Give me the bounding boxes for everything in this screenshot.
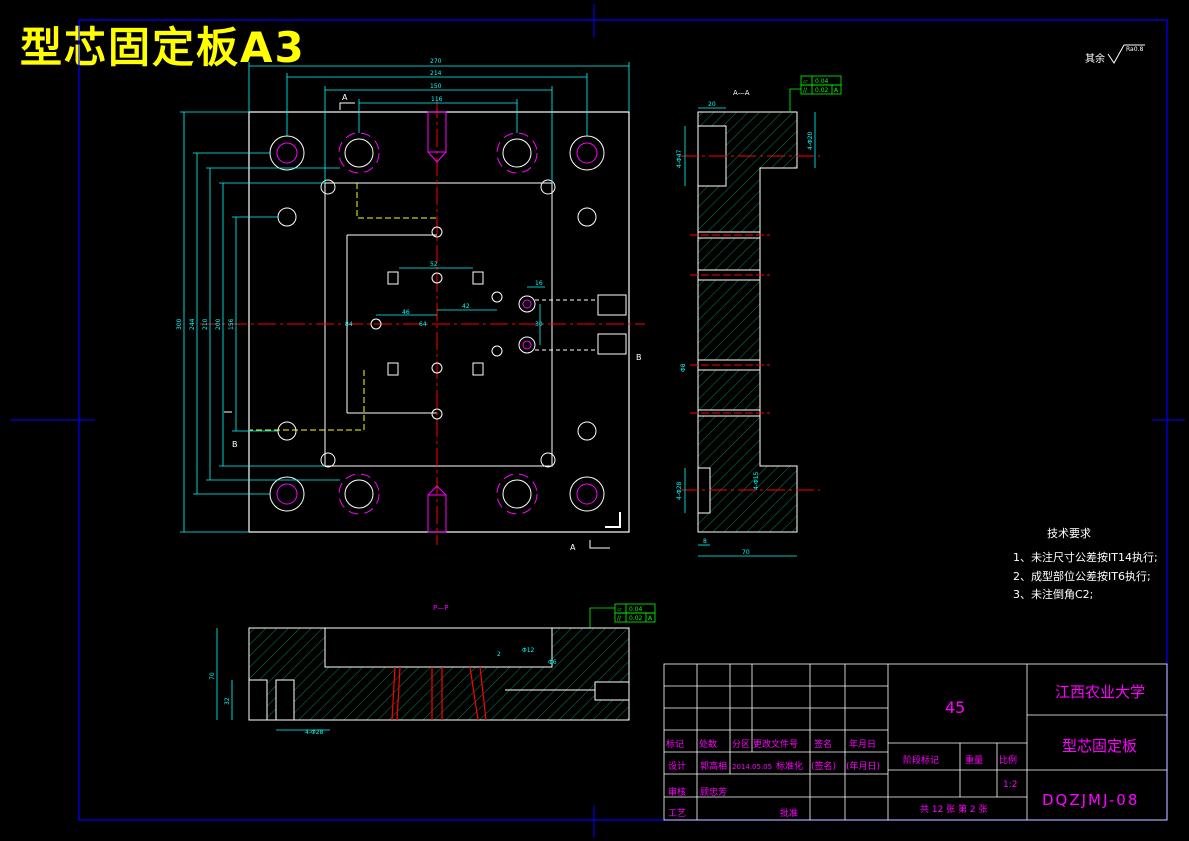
- svg-text:270: 270: [430, 58, 442, 65]
- svg-text:A: A: [570, 543, 576, 552]
- section-view-pp: 70 32 2 Φ12 Φ6 4-Φ28 P—P: [209, 604, 630, 736]
- svg-text:设计: 设计: [668, 760, 686, 772]
- svg-text://: //: [803, 87, 808, 94]
- svg-text:200: 200: [215, 318, 222, 330]
- svg-text:4-Φ28: 4-Φ28: [305, 729, 324, 736]
- svg-text:标准化: 标准化: [776, 760, 803, 772]
- technical-requirements: 技术要求 1、未注尺寸公差按IT14执行; 2、成型部位公差按IT6执行; 3、…: [1013, 527, 1158, 601]
- svg-text:Φ12: Φ12: [522, 647, 535, 654]
- svg-text:4-Φ28: 4-Φ28: [676, 481, 683, 500]
- svg-text:▱: ▱: [803, 78, 808, 85]
- plan-dim-labels: 270 214 150 116 300 244 210 200 156 52 4…: [176, 58, 543, 330]
- roughness-icon: [1107, 44, 1145, 64]
- plan-view: [200, 100, 645, 549]
- svg-text:42: 42: [462, 303, 470, 310]
- svg-text:1、未注尺寸公差按IT14执行;: 1、未注尺寸公差按IT14执行;: [1013, 550, 1158, 564]
- svg-text:8: 8: [703, 538, 707, 545]
- title-block: [663, 663, 1168, 821]
- svg-text:比例: 比例: [999, 754, 1017, 766]
- svg-text:0.04: 0.04: [629, 606, 643, 613]
- svg-text:B: B: [232, 440, 238, 449]
- tolerance-frame-pp: [589, 603, 656, 628]
- svg-text:150: 150: [430, 83, 442, 90]
- svg-text:70: 70: [742, 549, 750, 556]
- drawing-frame: [10, 4, 1185, 838]
- svg-text:45: 45: [945, 698, 965, 717]
- svg-text:分区: 分区: [732, 739, 750, 750]
- svg-text:▱: ▱: [617, 606, 622, 613]
- svg-text:P—P: P—P: [433, 604, 448, 612]
- svg-text:0.02: 0.02: [629, 615, 643, 622]
- plan-section-labels: A A B B: [232, 93, 642, 552]
- svg-text:顾忠芳: 顾忠芳: [700, 786, 727, 798]
- svg-text:签名: 签名: [814, 738, 832, 750]
- tolerance-frame-top: [789, 75, 842, 112]
- svg-text:更改文件号: 更改文件号: [753, 738, 798, 750]
- svg-text:210: 210: [202, 318, 209, 330]
- svg-text:3、未注倒角C2;: 3、未注倒角C2;: [1013, 587, 1093, 601]
- svg-text:(签名): (签名): [811, 760, 836, 772]
- svg-text:(年月日): (年月日): [846, 760, 880, 772]
- svg-text:52: 52: [430, 261, 438, 268]
- svg-text:214: 214: [430, 70, 442, 77]
- svg-text:0.04: 0.04: [815, 78, 829, 85]
- svg-text:批准: 批准: [780, 807, 798, 819]
- svg-text:2、成型部位公差按IT6执行;: 2、成型部位公差按IT6执行;: [1013, 569, 1151, 583]
- svg-text:2: 2: [497, 651, 501, 658]
- svg-text:156: 156: [228, 318, 235, 330]
- drawing-title: 型芯固定板A3: [20, 23, 306, 72]
- roughness-note: 其余: [1085, 52, 1105, 65]
- svg-text:32: 32: [224, 697, 231, 705]
- svg-text:4-Φ47: 4-Φ47: [676, 149, 683, 168]
- svg-text:处数: 处数: [699, 738, 717, 750]
- svg-text:2014.05.05: 2014.05.05: [732, 763, 772, 771]
- tolerance-values-pp: ▱ 0.04 // 0.02 A: [617, 606, 653, 622]
- svg-text:4-Φ20: 4-Φ20: [807, 131, 814, 150]
- svg-text:江西农业大学: 江西农业大学: [1055, 683, 1145, 701]
- svg-text:30: 30: [535, 321, 543, 328]
- svg-text:A—A: A—A: [733, 89, 750, 97]
- plan-dimensions: [180, 62, 630, 533]
- svg-text:46: 46: [402, 309, 410, 316]
- svg-text:300: 300: [176, 318, 183, 330]
- title-block-text: 标记 处数 分区 更改文件号 签名 年月日 设计 郭高相 2014.05.05 …: [666, 683, 1145, 819]
- svg-text:型芯固定板: 型芯固定板: [1062, 737, 1137, 755]
- svg-text:技术要求: 技术要求: [1047, 527, 1091, 540]
- section-view-aa: 20 4-Φ20 4-Φ47 Φ8 4-Φ28 4-Φ15 70 8 A—A: [676, 89, 820, 557]
- svg-text:工艺: 工艺: [668, 808, 686, 819]
- svg-text:4-Φ15: 4-Φ15: [753, 471, 760, 490]
- svg-text:审核: 审核: [668, 786, 686, 798]
- svg-text:Φ6: Φ6: [548, 659, 557, 666]
- svg-text:A: A: [834, 87, 839, 94]
- roughness-value: Ra0.8: [1126, 46, 1143, 53]
- svg-text:0.02: 0.02: [815, 87, 829, 94]
- svg-text:244: 244: [189, 318, 196, 330]
- svg-text:共 12 张 第 2 张: 共 12 张 第 2 张: [920, 803, 987, 815]
- svg-text:郭高相: 郭高相: [700, 760, 727, 772]
- svg-text:阶段标记: 阶段标记: [903, 754, 939, 766]
- tolerance-values-top: ▱ 0.04 // 0.02 A: [803, 78, 839, 94]
- svg-text:重量: 重量: [965, 754, 983, 766]
- svg-text:16: 16: [535, 280, 543, 287]
- svg-text:116: 116: [431, 96, 443, 103]
- svg-text:年月日: 年月日: [849, 738, 876, 750]
- svg-text:标记: 标记: [666, 738, 684, 750]
- svg-text:64: 64: [419, 321, 427, 328]
- svg-text:70: 70: [209, 672, 216, 680]
- svg-text:84: 84: [345, 321, 353, 328]
- svg-text://: //: [617, 615, 622, 622]
- svg-text:A: A: [342, 93, 348, 102]
- svg-text:1:2: 1:2: [1003, 780, 1017, 790]
- svg-text:20: 20: [708, 101, 716, 108]
- svg-text:A: A: [648, 615, 653, 622]
- svg-text:B: B: [636, 353, 642, 362]
- svg-text:DQZJMJ-08: DQZJMJ-08: [1042, 791, 1139, 809]
- svg-text:Φ8: Φ8: [680, 363, 687, 372]
